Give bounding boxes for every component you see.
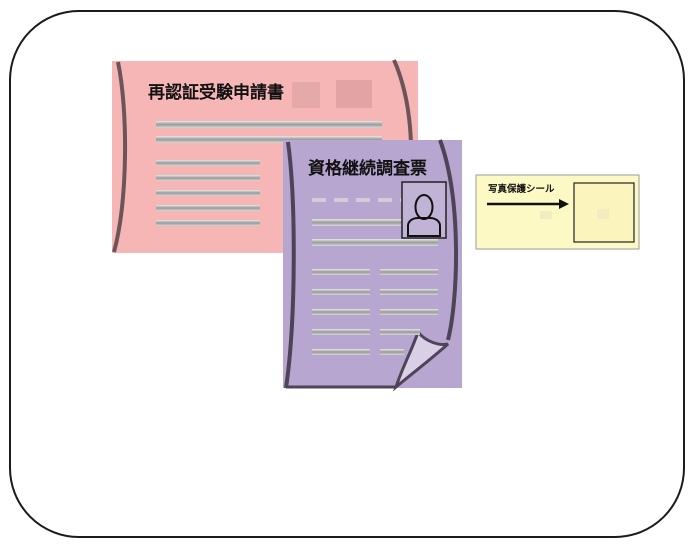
text-line bbox=[156, 205, 260, 211]
text-line bbox=[156, 175, 260, 181]
text-line bbox=[312, 219, 438, 226]
investigation-title: 資格継続調査票 bbox=[308, 158, 427, 179]
text-line bbox=[156, 220, 260, 226]
arrow-right-icon bbox=[487, 199, 569, 209]
text-line bbox=[312, 239, 438, 246]
investigation-form: 資格継続調査票 bbox=[283, 139, 462, 392]
person-photo-icon bbox=[401, 181, 447, 239]
text-line bbox=[156, 121, 382, 128]
stamp-box bbox=[292, 82, 320, 108]
text-line bbox=[156, 136, 382, 143]
application-title: 再認証受験申請書 bbox=[148, 82, 284, 103]
application-left-curl bbox=[112, 61, 128, 253]
text-line bbox=[380, 329, 420, 335]
text-line bbox=[312, 269, 370, 275]
text-line bbox=[380, 349, 404, 355]
photo-protection-seal: 写真保護シール bbox=[475, 174, 640, 250]
investigation-left-curl bbox=[284, 141, 296, 389]
text-line bbox=[380, 309, 438, 315]
text-line bbox=[156, 190, 260, 196]
faint-mark bbox=[597, 209, 609, 219]
text-line bbox=[156, 160, 260, 166]
text-line bbox=[312, 309, 370, 315]
text-line bbox=[380, 269, 438, 275]
text-line bbox=[312, 349, 370, 355]
application-form: 再認証受験申請書 bbox=[112, 59, 418, 253]
faint-mark bbox=[540, 211, 552, 219]
investigation-right-curl bbox=[438, 139, 459, 341]
folded-corner bbox=[393, 328, 449, 392]
stamp-box bbox=[336, 80, 372, 108]
text-line bbox=[380, 289, 438, 295]
text-line bbox=[312, 289, 370, 295]
seal-label: 写真保護シール bbox=[488, 183, 555, 195]
text-line bbox=[312, 329, 370, 335]
